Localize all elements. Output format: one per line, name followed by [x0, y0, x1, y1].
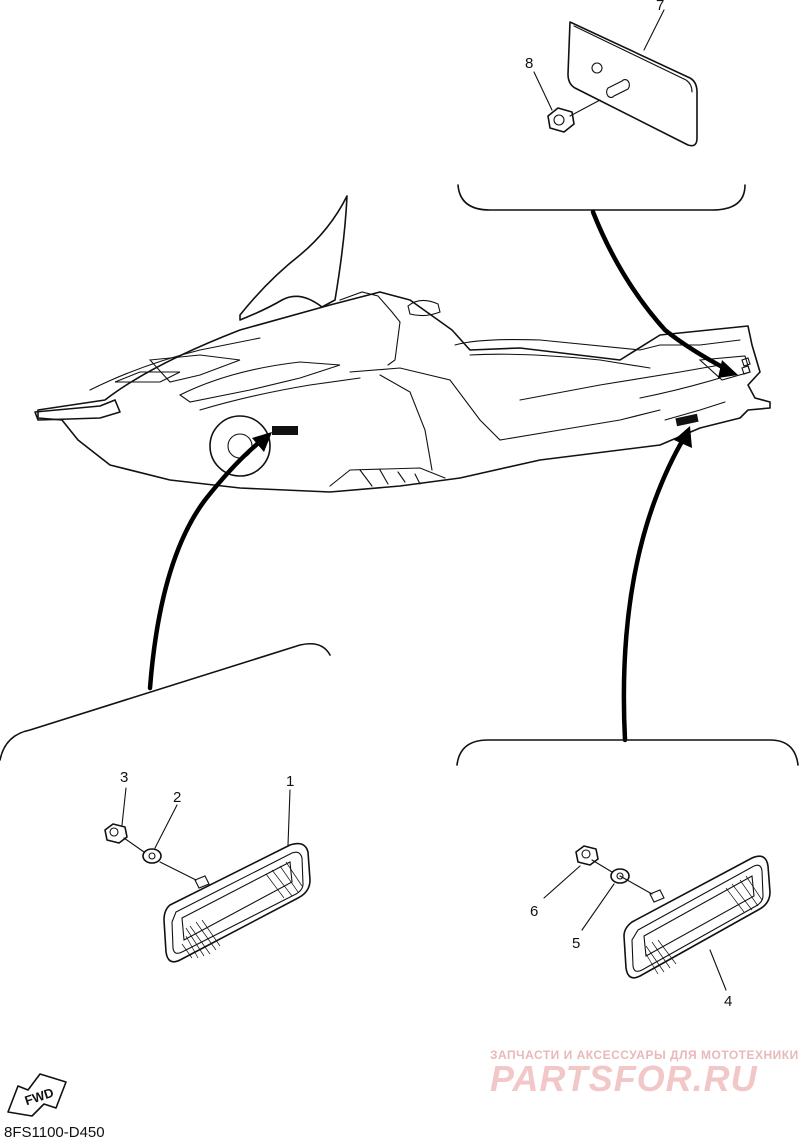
detail-panel-top-border	[457, 184, 746, 211]
diagram-code: 8FS1100-D450	[4, 1124, 105, 1141]
leader-4	[709, 949, 727, 991]
callout-6: 6	[530, 903, 538, 920]
reflector-4	[623, 855, 771, 979]
reflector-1	[163, 842, 311, 963]
right-reflector-detail: 4 5 6	[456, 739, 799, 1010]
arrow-to-rear-plate	[590, 209, 731, 373]
detail-panel-left-border	[0, 642, 331, 761]
nut-8	[547, 107, 575, 133]
reflector-hatch	[181, 861, 303, 959]
front-bumper	[34, 399, 121, 421]
reflector-hatch	[645, 875, 763, 975]
callout-8: 8	[525, 55, 533, 72]
leader-1	[287, 789, 291, 846]
callout-3: 3	[120, 769, 128, 786]
watermark-brand: PARTSFOR.RU	[490, 1058, 758, 1099]
plate-stud	[591, 62, 603, 74]
seat	[454, 339, 741, 351]
rear-plate-detail: 7 8	[457, 0, 746, 211]
side-reflector-mark-rear	[675, 413, 699, 427]
leader-8	[533, 71, 553, 111]
callout-2: 2	[173, 789, 181, 806]
location-arrows	[147, 209, 738, 743]
nut-6	[575, 845, 599, 866]
leader-7	[643, 9, 665, 51]
callout-4: 4	[724, 993, 732, 1010]
snowmobile-outline	[34, 195, 771, 493]
windshield	[239, 195, 348, 321]
leader-6	[543, 865, 581, 899]
arrow-to-rear-reflector	[621, 435, 687, 743]
callout-7: 7	[656, 0, 664, 14]
front-wheel-mount	[209, 415, 271, 477]
washer-2	[142, 848, 162, 864]
leader-3	[121, 787, 127, 826]
detail-panel-right-border	[456, 739, 799, 766]
rear-plate	[567, 21, 698, 147]
nut-3	[104, 823, 128, 844]
leader-5	[581, 883, 615, 931]
arrow-to-front-reflector	[147, 437, 265, 691]
washer-5	[610, 868, 630, 884]
leader-2	[154, 804, 178, 849]
left-reflector-detail: 1 2 3	[0, 642, 331, 963]
callout-5: 5	[572, 935, 580, 952]
fwd-arrow-icon: FWD	[7, 1073, 67, 1117]
watermark-tagline: ЗАПЧАСТИ И АКСЕССУАРЫ ДЛЯ МОТОТЕХНИКИ	[490, 1048, 799, 1062]
callout-1: 1	[286, 773, 294, 790]
side-reflector-mark-front	[272, 426, 298, 435]
plate-stud	[606, 78, 630, 99]
